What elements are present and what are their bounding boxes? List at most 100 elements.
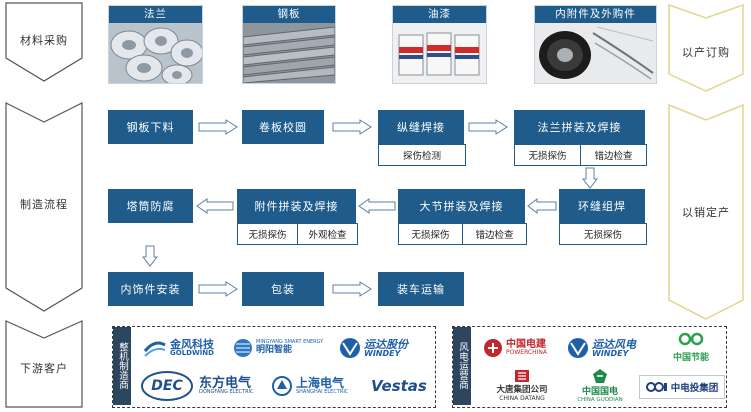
logo-datang: 大唐集团公司 CHINA DATANG	[483, 367, 561, 403]
windey-sub: WINDEY	[364, 348, 401, 358]
dongfang-sub: DONGFANG ELECTRIC	[199, 389, 254, 396]
windey-wind-sub: WINDEY	[592, 348, 629, 358]
turbine-manufacturers-panel: 整机制造商 金风科技 GOLDWIND MINGYANG SMART ENERG…	[112, 326, 436, 408]
logo-goldwind: 金风科技 GOLDWIND	[143, 333, 229, 363]
spic-name: 中电投集团	[670, 383, 719, 394]
logo-mingyang: MINGYANG SMART ENERGY 明阳智能	[233, 333, 343, 363]
arrow-right-4	[198, 281, 238, 297]
arrow-left-3	[527, 198, 557, 214]
step-loading-transport: 装车运输	[378, 272, 464, 306]
powerchina-name: 中国电建	[506, 338, 546, 350]
turbine-manufacturers-tag: 整机制造商	[113, 327, 131, 405]
check-attachment: 无损探伤 外观检查	[237, 223, 358, 245]
logo-shanghai-electric: 上海电气 SHANGHAI ELECTRIC	[271, 371, 363, 401]
arrow-left-1	[196, 198, 234, 214]
step-plate-cutting: 钢板下料	[108, 110, 193, 144]
datang-name: 大唐集团公司	[496, 384, 548, 395]
goldwind-name: 金风科技	[170, 338, 214, 351]
cecep-name: 中国节能	[672, 352, 709, 363]
datang-sub: CHINA DATANG	[499, 394, 545, 402]
material-paint: 油漆	[392, 5, 487, 84]
check-seam: 探伤检测	[378, 144, 466, 166]
check-attachment-ndt: 无损探伤	[248, 230, 287, 241]
material-steel-plate-title: 钢板	[243, 6, 335, 23]
mingyang-icon	[234, 339, 252, 357]
check-section-misalign: 错边检查	[462, 224, 526, 244]
right-order-chevron: 以产订购	[668, 4, 744, 92]
material-flange: 法兰	[108, 5, 203, 84]
check-flange-misalign: 错边检查	[580, 145, 646, 165]
step-longitudinal-welding: 纵缝焊接	[378, 110, 464, 144]
paint-cans-photo-icon	[393, 23, 486, 83]
stage-materials-label: 材料采购	[20, 34, 68, 47]
guodian-name: 中国国电	[581, 386, 618, 397]
logo-dongfang: 东方电气 DONGFANG ELECTRIC	[199, 371, 269, 401]
check-flange-ndt: 无损探伤	[528, 151, 567, 162]
check-seam-flaw: 探伤检测	[402, 151, 441, 162]
shanghai-electric-name: 上海电气	[296, 376, 345, 391]
shanghai-electric-icon	[272, 376, 292, 396]
powerchina-icon	[484, 339, 502, 357]
step-section-assembly: 大节拼装及焊接	[398, 189, 525, 223]
step-packaging: 包装	[242, 272, 324, 306]
check-ring-ndt: 无损探伤	[583, 230, 622, 241]
arrow-right-5	[332, 281, 372, 297]
material-paint-title: 油漆	[393, 6, 486, 23]
stage-manufacturing: 制造流程	[5, 102, 83, 312]
arrow-right-3	[468, 119, 508, 135]
spic-icon	[645, 382, 667, 392]
arrow-down-2	[142, 245, 158, 267]
logo-cecep: 中国节能	[663, 331, 719, 363]
right-production-chevron: 以销定产	[668, 104, 744, 320]
shanghai-electric-sub: SHANGHAI ELECTRIC	[296, 388, 349, 395]
step-interior-install: 内饰件安装	[108, 272, 193, 306]
datang-icon	[515, 369, 529, 382]
logo-guodian: 中国国电 CHINA GUODIAN	[565, 367, 635, 403]
wind-operators-tag: 风电运营商	[453, 327, 471, 405]
guodian-icon	[593, 368, 607, 383]
check-section: 无损探伤 错边检查	[398, 223, 527, 245]
check-flange: 无损探伤 错边检查	[514, 144, 647, 166]
check-attachment-visual: 外观检查	[297, 224, 357, 244]
stage-customers: 下游客户	[5, 320, 83, 408]
step-rolling: 卷板校圆	[242, 110, 324, 144]
mingyang-name: 明阳智能	[256, 344, 293, 355]
logo-windey-wind: 运达风电 WINDEY	[567, 335, 659, 361]
material-internals-title: 内附件及外购件	[535, 6, 656, 23]
stage-manufacturing-label: 制造流程	[20, 198, 68, 211]
logo-spic: 中电投集团	[639, 375, 725, 399]
vestas-name: Vestas	[371, 377, 427, 395]
right-production-label: 以销定产	[682, 206, 730, 219]
dec-name: DEC	[151, 378, 183, 394]
step-ring-welding: 环缝组焊	[559, 189, 645, 223]
arrow-right-1	[198, 119, 238, 135]
windey-icon	[340, 338, 360, 358]
check-section-ndt: 无损探伤	[411, 230, 450, 241]
dongfang-name: 东方电气	[199, 375, 252, 391]
flange-photo-icon	[109, 23, 202, 83]
arrow-down-1	[582, 167, 598, 189]
arrow-left-2	[358, 198, 396, 214]
stage-materials: 材料采购	[5, 2, 83, 82]
step-flange-assembly: 法兰拼装及焊接	[514, 110, 645, 144]
arrow-right-2	[332, 119, 372, 135]
logo-dec: DEC	[141, 371, 193, 401]
logo-vestas: Vestas	[371, 373, 433, 399]
steel-plate-photo-icon	[243, 23, 335, 83]
step-attachment-assembly: 附件拼装及焊接	[237, 189, 356, 223]
check-ring: 无损探伤	[559, 223, 647, 245]
material-steel-plate: 钢板	[242, 5, 336, 84]
windey-wind-icon	[568, 338, 588, 358]
logo-powerchina: 中国电建 POWERCHINA	[483, 335, 567, 361]
step-anticorrosion: 塔筒防腐	[108, 189, 193, 223]
goldwind-sub: GOLDWIND	[170, 349, 214, 357]
material-internals: 内附件及外购件	[534, 5, 657, 84]
guodian-sub: CHINA GUODIAN	[577, 396, 623, 403]
goldwind-icon	[143, 341, 166, 357]
windey-wind-name: 运达风电	[592, 337, 636, 351]
material-flange-title: 法兰	[109, 6, 202, 23]
cecep-icon	[678, 332, 704, 345]
windey-name: 运达股份	[364, 337, 408, 351]
internals-photo-icon	[535, 23, 656, 83]
right-order-label: 以产订购	[682, 46, 730, 59]
